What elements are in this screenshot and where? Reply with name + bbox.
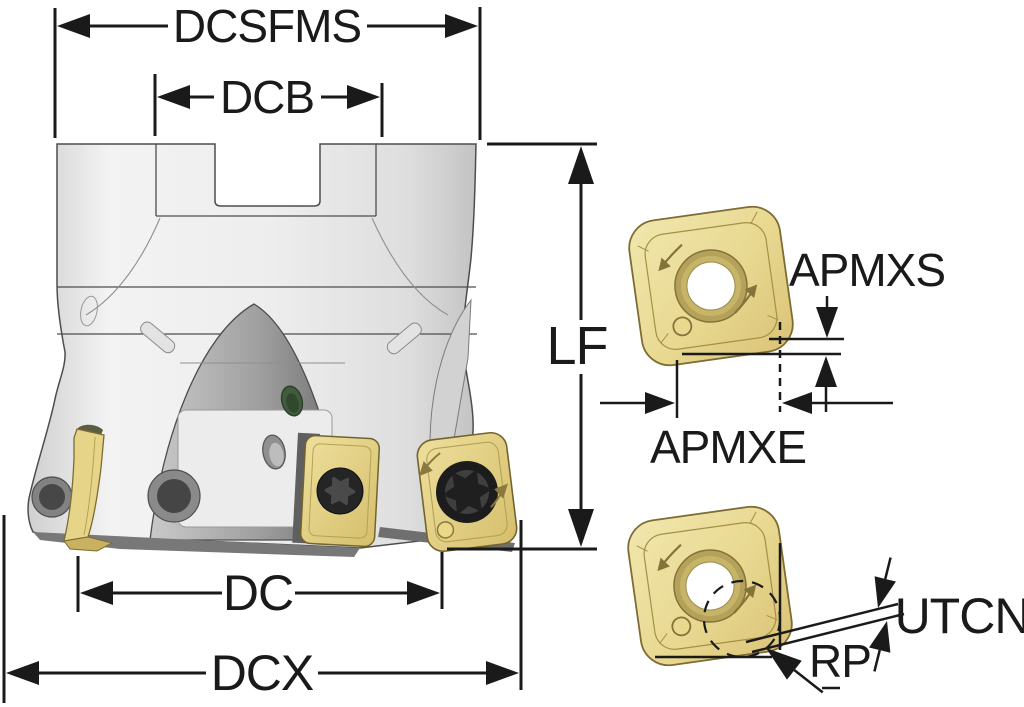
arrowhead-left-icon [57,14,90,38]
chip-arrow-icon [490,483,509,508]
arrowhead-up-icon [815,356,837,387]
dimension-dc: DC [76,552,444,621]
mounted-insert-left [63,424,114,552]
side-oval-detail [80,295,98,327]
arrowhead-icon [766,648,802,680]
rp-leader-arrow [766,648,824,694]
dim-label-dc: DC [223,565,293,621]
dim-label-utcn: UTCN [895,588,1024,644]
coolant-slot [386,322,422,355]
insert-index-dot [436,521,455,539]
dim-label-apmxs: APMXS [789,244,945,296]
dim-label-rp: RP [809,635,871,687]
hub-lines [155,144,377,217]
torx-star-icon [444,470,490,514]
dimension-utcn: UTCN [655,543,1024,672]
arrowhead-up-icon [869,621,891,653]
torx-star-icon [324,477,356,505]
arrowhead-left-icon [157,85,190,109]
arrowhead-right-icon [445,14,478,38]
utcn-arrow-down [874,557,896,608]
arrowhead-down-icon [874,576,896,608]
arrowhead-right-icon [486,661,519,685]
arrowhead-right-icon [645,392,675,414]
flute-ramp-lines [85,217,449,316]
arrowhead-up-icon [568,146,594,184]
arrowhead-left-icon [6,661,39,685]
dimension-dcsfms: DCSFMS [53,0,482,140]
arrow-tail [873,649,881,672]
cutter-body [27,143,518,557]
coolant-hole-gray [262,434,286,470]
detail-insert-top [624,202,798,370]
clamp-boss [147,469,201,523]
dim-label-lf: LF [546,316,607,376]
arrowhead-left-icon [782,392,812,414]
arrowhead-right-icon [347,85,380,109]
dimension-lf: LF [447,142,609,551]
arrowhead-left-icon [80,581,113,605]
dimension-dcb: DCB [153,71,384,137]
mounted-insert-middle [292,432,381,548]
arrowhead-right-icon [407,581,440,605]
clamp-boss [31,476,73,518]
bottom-shadow [33,532,360,557]
dimension-apmxs: APMXS [682,244,946,412]
arrowhead-down-icon [816,307,838,338]
dimension-apmxe: APMXE [600,360,893,473]
coolant-hole-green [280,385,304,417]
arrow-tail [884,557,892,580]
arrowhead-down-icon [568,509,594,547]
wiper-edge-lines [745,602,905,654]
chip-arrow-icon [418,452,441,477]
dim-label-dcb: DCB [220,71,314,123]
leader-line [793,669,824,694]
dim-label-dcsfms: DCSFMS [173,0,361,52]
dimension-rp: RP [766,635,872,694]
dim-label-dcx: DCX [211,645,314,701]
mounted-insert-right [416,431,518,553]
dimension-dcx: DCX [2,515,523,703]
coolant-slot [140,321,176,354]
utcn-arrow-up [869,621,891,672]
dim-label-apmxe: APMXE [650,421,806,473]
